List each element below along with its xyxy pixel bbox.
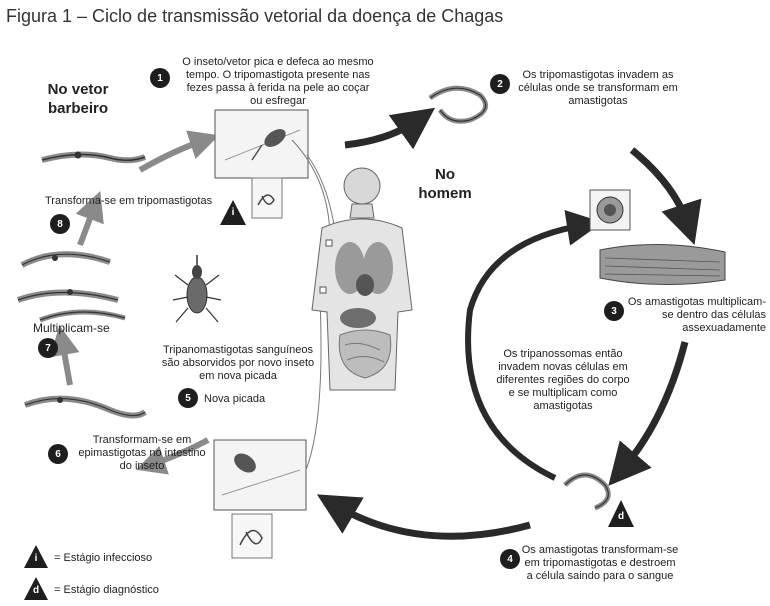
diagnostic-stage-marker [608, 500, 634, 527]
step-4-badge: 4 [500, 549, 520, 569]
legend-infective-triangle [24, 545, 48, 568]
step-8-badge: 8 [50, 214, 70, 234]
step-7-label: Multiplicam-se [33, 321, 110, 335]
step-5-label: Nova picada [204, 393, 266, 405]
infected-cell-illustration [589, 189, 631, 231]
step-3-badge: 3 [604, 301, 624, 321]
arrow-bite-to-human [344, 107, 436, 150]
arrow-blood-to-insect [316, 494, 531, 540]
parasite-invading-cell [428, 85, 489, 124]
bite-inset-illustration [214, 109, 309, 219]
step-1-badge: 1 [150, 68, 170, 88]
human-heading: No homem [418, 166, 472, 202]
step-7-badge: 7 [38, 338, 58, 358]
step-5-badge: 5 [178, 388, 198, 408]
figure-title: Figura 1 – Ciclo de transmissão vetorial… [6, 6, 504, 26]
muscle-tissue-illustration [599, 244, 726, 286]
infective-marker-letter: i [231, 207, 235, 218]
arrow-center-loop [465, 210, 603, 481]
released-trypomastigotes [563, 472, 611, 511]
legend-diagnostic-label: = Estágio diagnóstico [54, 584, 159, 596]
legend-diagnostic-triangle [24, 577, 48, 600]
arrow-invade-to-cells [629, 147, 702, 245]
step-8-label: Transforma-se em tripomastigotas [45, 195, 213, 207]
legend-infective-label: = Estágio infeccioso [54, 552, 153, 564]
vector-heading: No vetor barbeiro [47, 81, 109, 117]
arrow-epi-to-multiply [49, 325, 80, 386]
epimastigote-parasite [23, 395, 147, 419]
infective-stage-marker [220, 200, 246, 225]
multiplying-parasites [16, 251, 126, 323]
gut-inset-illustration [213, 439, 307, 559]
kissing-bug-illustration [172, 255, 222, 323]
trypomastigote-top-left [41, 151, 147, 164]
step-2-badge: 2 [490, 74, 510, 94]
arrow-cells-to-release [608, 341, 689, 486]
arrow-insect-to-epi [135, 437, 210, 475]
diagnostic-marker-letter: d [617, 511, 625, 522]
step-3-label: Os amastigotas multiplicam-se dentro das… [627, 296, 766, 334]
legend-diagnostic-letter: d [32, 585, 40, 596]
arrow-multiply-to-trypo [75, 190, 104, 247]
human-body-illustration [311, 167, 413, 391]
arrow-trypo-to-bite [138, 130, 220, 173]
step-6-badge: 6 [48, 444, 68, 464]
legend-infective-letter: i [34, 553, 38, 564]
